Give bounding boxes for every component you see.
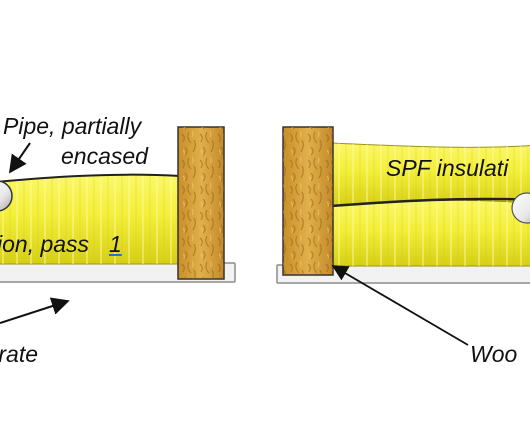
arrow-icon xyxy=(0,297,70,324)
spf-insulation-label: SPF insulati xyxy=(386,155,509,181)
pass-label: ion, pass xyxy=(0,231,90,257)
pass-number: 1 xyxy=(109,231,122,257)
arrow-icon xyxy=(331,265,469,346)
right-panel xyxy=(276,126,530,346)
stud-icon xyxy=(177,126,225,280)
pipe-label-line2: encased xyxy=(61,143,148,169)
pipe-icon xyxy=(511,192,530,224)
foam-top-edge xyxy=(0,173,181,183)
substrate-label: trate xyxy=(0,341,39,367)
wood-label: Woo xyxy=(470,341,518,367)
foam-pass-seam xyxy=(330,197,530,208)
pipe-icon xyxy=(0,180,13,212)
left-panel xyxy=(0,126,236,324)
pipe-label-line1: Pipe, partially xyxy=(3,113,142,139)
arrow-icon xyxy=(8,142,31,174)
stud-icon xyxy=(282,126,334,276)
